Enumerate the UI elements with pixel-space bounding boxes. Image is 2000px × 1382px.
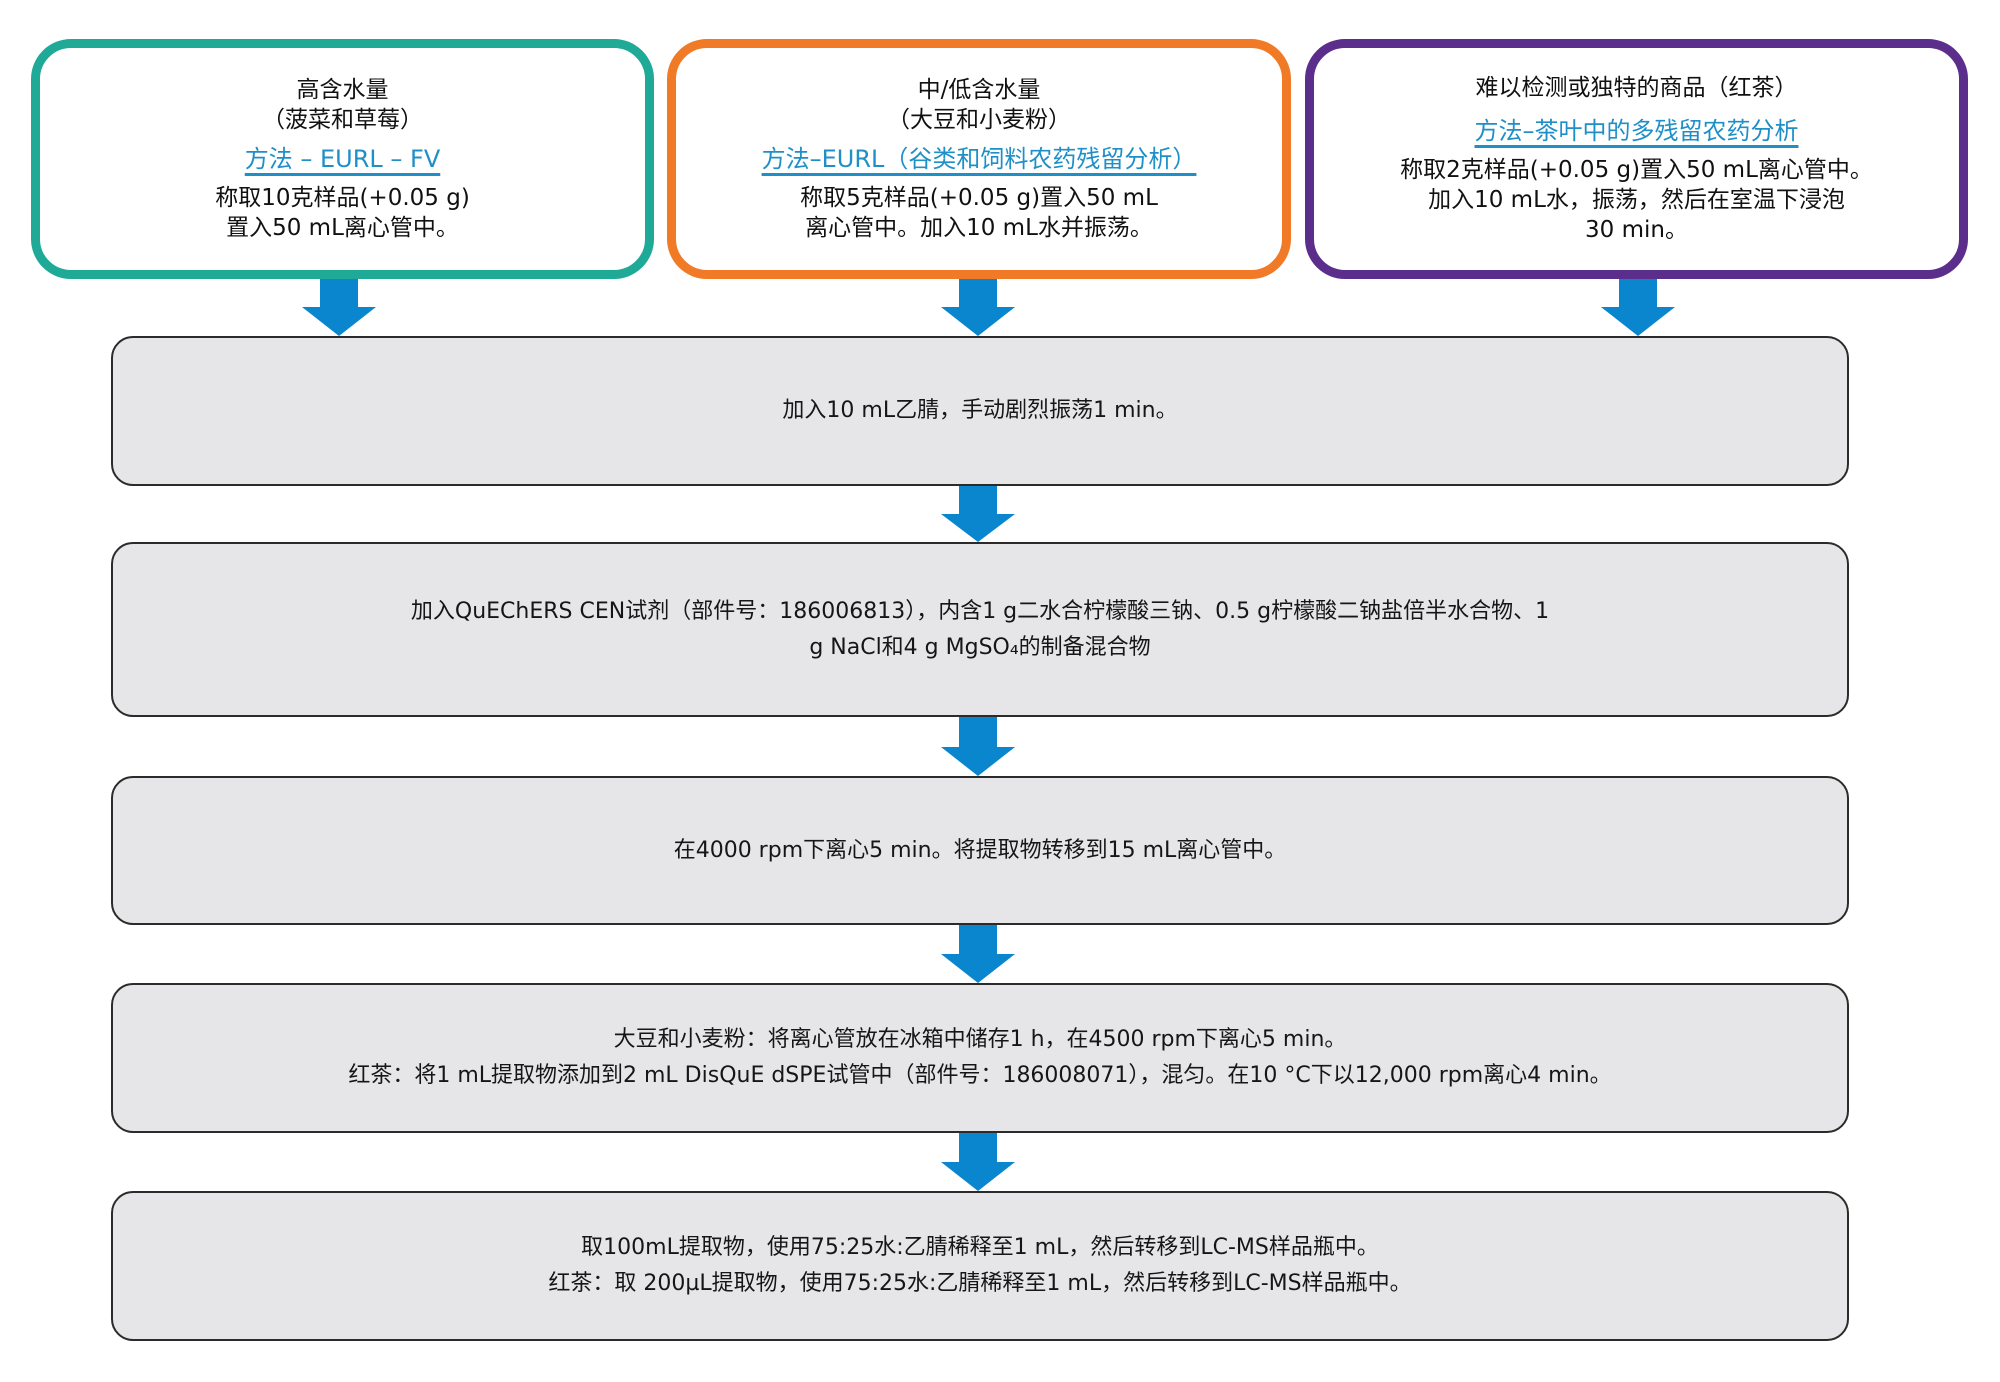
step-text-line: 大豆和小麦粉：将离心管放在冰箱中储存1 h，在4500 rpm下离心5 min。 xyxy=(613,1027,1347,1052)
down-arrow-icon xyxy=(941,279,1015,336)
step-text-line: 红茶：将1 mL提取物添加到2 mL DisQuE dSPE试管中（部件号：18… xyxy=(348,1063,1612,1088)
category-body-line: 称取5克样品(+0.05 g)置入50 mL xyxy=(800,185,1158,211)
down-arrow-icon xyxy=(941,717,1015,776)
category-body-line: 称取10克样品(+0.05 g) xyxy=(215,185,470,211)
step-box-4: 大豆和小麦粉：将离心管放在冰箱中储存1 h，在4500 rpm下离心5 min。… xyxy=(111,983,1849,1133)
step-text-line: 取100mL提取物，使用75:25水:乙腈稀释至1 mL，然后转移到LC-MS样… xyxy=(581,1235,1379,1260)
step-text-line: 红茶：取 200µL提取物，使用75:25水:乙腈稀释至1 mL，然后转移到LC… xyxy=(548,1271,1412,1296)
step-box-5: 取100mL提取物，使用75:25水:乙腈稀释至1 mL，然后转移到LC-MS样… xyxy=(111,1191,1849,1341)
step-text-line: 加入10 mL乙腈，手动剧烈振荡1 min。 xyxy=(782,398,1178,423)
category-box-difficult-commodity: 难以检测或独特的商品（红茶） 方法–茶叶中的多残留农药分析 称取2克样品(+0.… xyxy=(1305,39,1968,279)
category-box-high-water: 高含水量 （菠菜和草莓） 方法 – EURL – FV 称取10克样品(+0.0… xyxy=(31,39,654,279)
down-arrow-icon xyxy=(941,925,1015,983)
method-link-eurl-cereals[interactable]: 方法–EURL（谷类和饲料农药残留分析） xyxy=(761,145,1197,173)
method-link-eurl-fv[interactable]: 方法 – EURL – FV xyxy=(244,145,441,173)
category-body-line: 加入10 mL水，振荡，然后在室温下浸泡 xyxy=(1428,187,1845,213)
step-box-1: 加入10 mL乙腈，手动剧烈振荡1 min。 xyxy=(111,336,1849,486)
step-text-line: g NaCl和4 g MgSO₄的制备混合物 xyxy=(809,634,1151,660)
category-subtitle: （大豆和小麦粉） xyxy=(887,107,1071,133)
category-body-line: 称取2克样品(+0.05 g)置入50 mL离心管中。 xyxy=(1400,157,1873,183)
category-body-line: 30 min。 xyxy=(1585,217,1688,243)
category-title: 难以检测或独特的商品（红茶） xyxy=(1475,75,1798,101)
step-text-line: 在4000 rpm下离心5 min。将提取物转移到15 mL离心管中。 xyxy=(673,837,1287,863)
method-link-tea[interactable]: 方法–茶叶中的多残留农药分析 xyxy=(1474,117,1799,145)
category-subtitle: （菠菜和草莓） xyxy=(262,107,423,133)
category-title: 高含水量 xyxy=(296,77,389,103)
category-body-line: 离心管中。加入10 mL水并振荡。 xyxy=(805,215,1153,241)
down-arrow-icon xyxy=(302,279,376,336)
step-text-line: 加入QuEChERS CEN试剂（部件号：186006813），内含1 g二水合… xyxy=(410,598,1550,624)
step-box-3: 在4000 rpm下离心5 min。将提取物转移到15 mL离心管中。 xyxy=(111,776,1849,925)
down-arrow-icon xyxy=(941,1133,1015,1191)
category-body-line: 置入50 mL离心管中。 xyxy=(226,215,459,241)
down-arrow-icon xyxy=(941,486,1015,542)
category-box-low-water: 中/低含水量 （大豆和小麦粉） 方法–EURL（谷类和饲料农药残留分析） 称取5… xyxy=(667,39,1291,279)
category-title: 中/低含水量 xyxy=(917,77,1041,103)
down-arrow-icon xyxy=(1601,279,1675,336)
step-box-2: 加入QuEChERS CEN试剂（部件号：186006813），内含1 g二水合… xyxy=(111,542,1849,717)
